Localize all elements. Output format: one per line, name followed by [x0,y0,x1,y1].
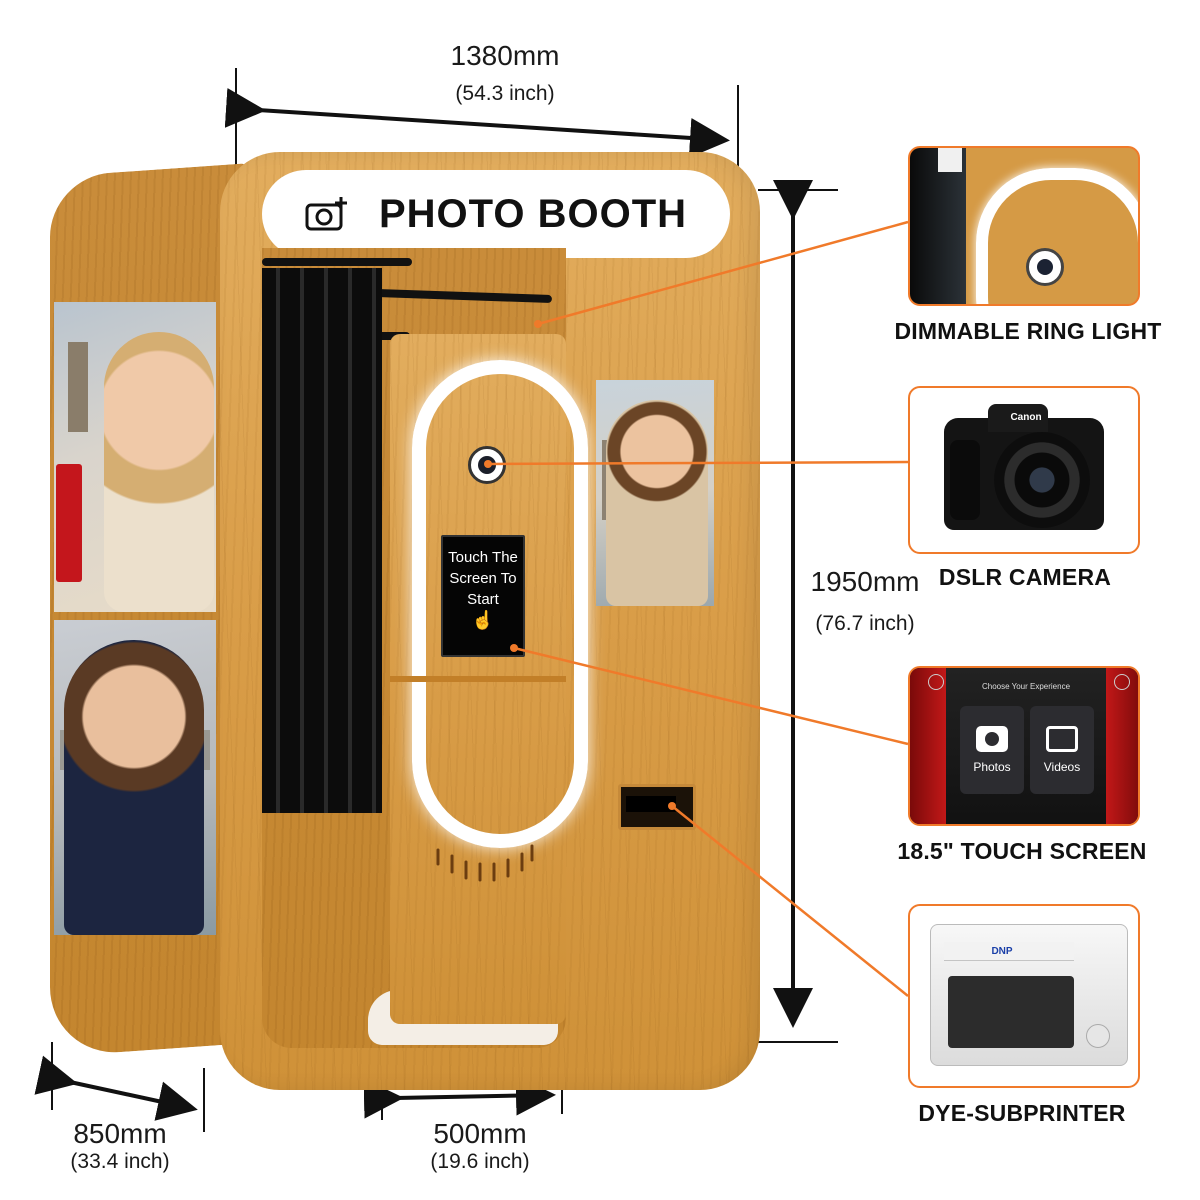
width-dimension-mm: 1380mm [450,40,560,71]
ring-light-icon [976,168,1138,304]
photo-booth: PHOTO BOOTH Touch The Screen To Start ☝ [40,150,760,1090]
videos-option-button[interactable]: Videos [1030,706,1094,794]
settings-button-icon[interactable] [1114,674,1130,690]
speaker-grille [436,844,534,882]
depth-dimension-mm: 850mm [73,1118,167,1149]
touch-screen-callout: Choose Your Experience Photos Videos [908,666,1140,826]
left-curtain-graphic [910,668,946,824]
camera-brand: Canon [1010,412,1042,423]
booth-sign-title: PHOTO BOOTH [378,191,688,236]
height-dimension-inch: (76.7 inch) [815,612,915,635]
touch-screen-ui [910,668,1138,824]
photo-camera-icon [976,726,1008,752]
photos-option-label: Photos [973,760,1011,774]
videos-option-label: Videos [1043,760,1081,774]
side-photo-woman [54,302,216,612]
camera-label: DSLR CAMERA [938,564,1112,590]
width-dimension-inch: (54.3 inch) [455,82,555,105]
side-photo-man [54,620,216,935]
shelf [390,676,566,682]
printer-brand: DNP [991,946,1013,957]
printer-output-tray [948,976,1074,1048]
right-curtain-graphic [1106,668,1138,824]
camera-grip [950,440,980,520]
front-man-portrait [606,400,708,606]
big-ben-tower [68,342,88,432]
camera-callout: Canon [908,386,1140,554]
screen-ui-title: Choose Your Experience [981,682,1071,691]
screen-text-line2: Screen To [449,570,517,587]
man-portrait [64,640,204,935]
entry-dimension-mm: 500mm [433,1118,527,1149]
ring-light-callout [908,146,1140,306]
video-gallery-icon [1046,726,1078,752]
printer-top-cover [944,942,1074,961]
printer-label: DYE-SUBPRINTER [918,1100,1126,1126]
camera-prism [988,404,1048,432]
booth-sign: PHOTO BOOTH [262,170,730,258]
ring-light-curtain-detail [910,148,966,304]
rod-bracket [938,148,962,172]
ring-light-label: DIMMABLE RING LIGHT [894,318,1162,344]
touch-hand-icon: ☝ [471,610,495,630]
camera-plus-icon [305,197,347,231]
curtain-rod-top [262,258,412,266]
curtain-rod-short [370,332,410,340]
entry-dimension-inch: (19.6 inch) [430,1150,530,1173]
printer-slot-opening [626,796,676,812]
woman-portrait [104,332,214,612]
touch-screen-label: 18.5" TOUCH SCREEN [897,838,1147,864]
black-curtain [262,268,382,813]
front-photo-man [596,380,714,606]
photos-option-button[interactable]: Photos [960,706,1024,794]
touch-screen[interactable]: Touch The Screen To Start ☝ [441,535,525,657]
red-bus [56,464,82,582]
printer-callout: DNP [908,904,1140,1088]
dimmable-ring-light [412,360,588,848]
depth-dimension-inch: (33.4 inch) [70,1150,170,1173]
screen-text-line3: Start [467,591,499,608]
printer-power-button [1086,1024,1110,1048]
height-dimension-mm: 1950mm [810,566,920,597]
camera-lens-barrel [994,432,1090,528]
screen-text-line1: Touch The [448,549,518,566]
ring-camera-lens [1026,248,1064,286]
back-button-icon[interactable] [928,674,944,690]
